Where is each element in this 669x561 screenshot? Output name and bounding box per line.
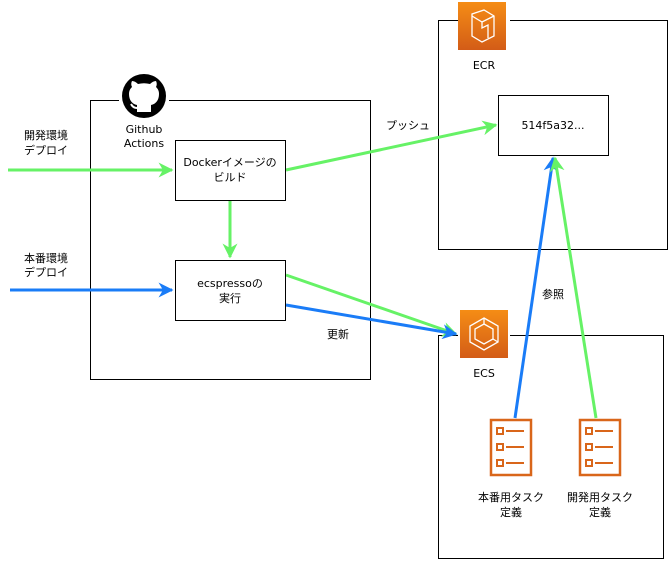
ecspresso-run-box[interactable]: ecspressoの 実行 xyxy=(175,260,286,321)
docker-build-label-line1: Dockerイメージの xyxy=(183,156,276,169)
dev-deploy-label-line1: 開発環境 xyxy=(24,128,68,142)
prod-ref-arrow xyxy=(513,156,559,419)
ecs-container xyxy=(438,331,664,559)
docker-build-label-line2: ビルド xyxy=(214,171,247,184)
connectors xyxy=(8,120,598,419)
ecr-label: ECR xyxy=(473,59,496,72)
push-arrow xyxy=(285,120,498,172)
docker-build-box[interactable]: Dockerイメージの ビルド xyxy=(175,140,286,201)
ecspresso-run-label-line2: 実行 xyxy=(219,291,241,305)
image-tag-box[interactable]: 514f5a32... xyxy=(498,95,609,156)
update-prod-arrow xyxy=(285,303,458,340)
update-label: 更新 xyxy=(327,327,349,341)
task-definition-icon[interactable] xyxy=(489,418,533,477)
dev-ref-arrow xyxy=(549,156,598,419)
aws-ecr-icon xyxy=(458,2,506,50)
task-definition-icon[interactable] xyxy=(578,418,622,477)
github-actions-label-line1: Github xyxy=(126,123,163,136)
ecs-label: ECS xyxy=(473,367,495,380)
dev-task-def-label-line2: 定義 xyxy=(589,505,611,519)
prod-task-def-label-line2: 定義 xyxy=(500,505,522,519)
image-tag-label: 514f5a32... xyxy=(521,119,584,132)
github-actions-label-line2: Actions xyxy=(124,137,164,150)
update-dev-arrow xyxy=(285,273,458,337)
github-octocat-icon xyxy=(122,74,166,118)
prod-task-def-label-line1: 本番用タスク xyxy=(478,490,544,504)
ecspresso-run-label-line1: ecspressoの xyxy=(197,277,263,290)
prod-deploy-label-line1: 本番環境 xyxy=(24,251,68,265)
prod-deploy-label-line2: デプロイ xyxy=(24,265,68,279)
dev-task-def-label-line1: 開発用タスク xyxy=(567,490,633,504)
aws-ecs-icon xyxy=(460,310,508,358)
push-label: プッシュ xyxy=(386,119,430,132)
reference-label: 参照 xyxy=(542,287,564,301)
dev-deploy-label-line2: デプロイ xyxy=(24,143,68,157)
